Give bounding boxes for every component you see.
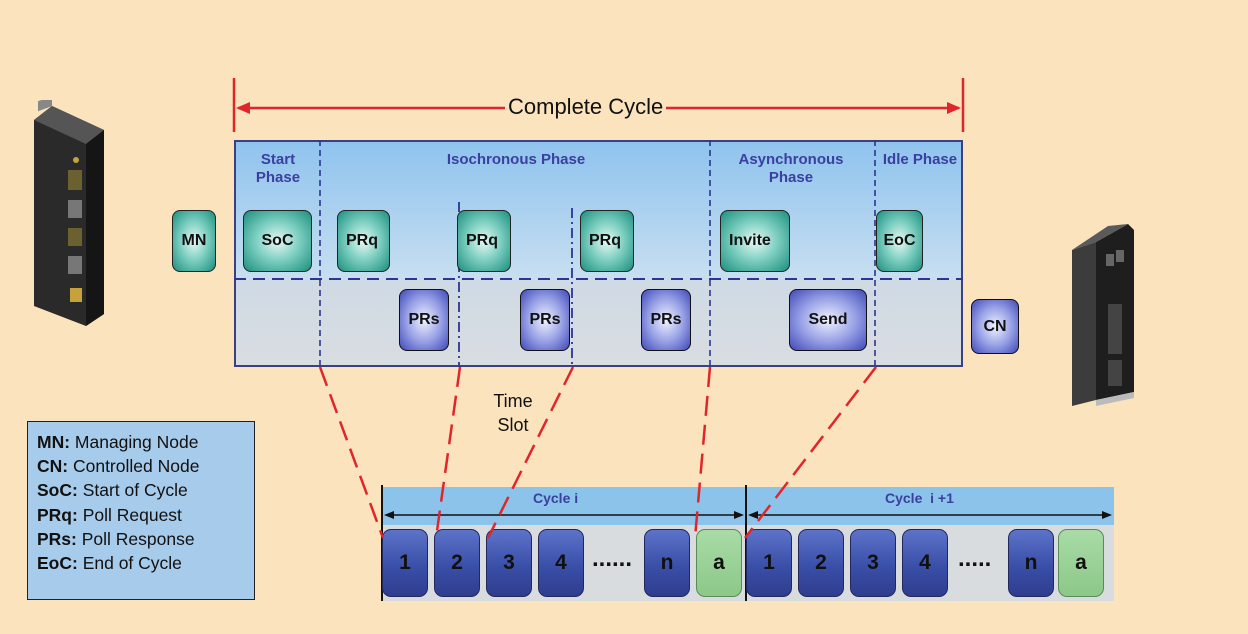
- invite-frame: Invite: [720, 210, 790, 272]
- cycle-i-plus-1-ellipsis: .....: [958, 545, 992, 572]
- prs-frame-1: PRs: [399, 289, 449, 351]
- isochronous-phase-title: Isochronous Phase: [446, 151, 586, 168]
- cycle-i-plus-1-slot-3: 3: [850, 529, 896, 597]
- cycle-i-plus-1-async-slot: a: [1058, 529, 1104, 597]
- eoc-frame: EoC: [876, 210, 923, 272]
- prq-frame-2: PRq: [457, 210, 511, 272]
- managing-node-device-image: [34, 100, 104, 326]
- legend-row-cn: CN: Controlled Node: [37, 454, 254, 478]
- prq-frame-1: PRq: [337, 210, 390, 272]
- legend-row-mn: MN: Managing Node: [37, 430, 254, 454]
- legend-text: Poll Request: [77, 504, 182, 525]
- legend-abbr: MN:: [37, 432, 71, 452]
- controlled-node-device-image: [1072, 224, 1134, 406]
- soc-frame: SoC: [243, 210, 312, 272]
- cycle-i-plus-1-slot-2: 2: [798, 529, 844, 597]
- send-frame: Send: [789, 289, 867, 351]
- legend-text: Poll Response: [76, 528, 195, 549]
- cycle-i-plus-1-slot-1: 1: [746, 529, 792, 597]
- legend-abbr: CN:: [37, 456, 69, 477]
- time-slot-label-line-2: Slot: [497, 415, 529, 435]
- cycle-i-ellipsis: ......: [592, 545, 633, 572]
- cycle-i-plus-1-label: Cycle i +1: [885, 490, 954, 506]
- managing-node-label: MN: [172, 210, 216, 272]
- cycle-i-slot-4: 4: [538, 529, 584, 597]
- controlled-node-label: CN: [971, 299, 1019, 354]
- cycle-i-slot-1: 1: [382, 529, 428, 597]
- legend-text: Controlled Node: [68, 456, 200, 477]
- cycle-i-async-slot: a: [696, 529, 742, 597]
- legend-text: Managing Node: [70, 432, 199, 452]
- cycle-i-slot-n: n: [644, 529, 690, 597]
- prs-frame-2: PRs: [520, 289, 570, 351]
- asynchronous-phase-title: Asynchronous Phase: [738, 151, 844, 186]
- cycle-i-plus-1-slot-4: 4: [902, 529, 948, 597]
- cycle-i-slot-3: 3: [486, 529, 532, 597]
- legend-abbr: EoC:: [37, 553, 78, 574]
- complete-cycle-label: Complete Cycle: [505, 94, 667, 120]
- prq-frame-3: PRq: [580, 210, 634, 272]
- idle-phase-title: Idle Phase: [882, 151, 958, 168]
- abbreviation-legend: MN: Managing Node CN: Controlled Node So…: [27, 421, 255, 600]
- time-slot-label-line-1: Time: [493, 391, 533, 411]
- start-phase-title: Start Phase: [255, 151, 301, 186]
- prs-frame-3: PRs: [641, 289, 691, 351]
- legend-text: Start of Cycle: [77, 480, 188, 501]
- legend-abbr: PRs:: [37, 528, 77, 549]
- cycle-i-slot-2: 2: [434, 529, 480, 597]
- legend-row-eoc: EoC: End of Cycle: [37, 551, 254, 575]
- legend-row-prs: PRs: Poll Response: [37, 527, 254, 551]
- legend-text: End of Cycle: [77, 553, 182, 574]
- time-slot-label: Time Slot: [488, 389, 538, 437]
- legend-abbr: PRq:: [37, 504, 78, 525]
- legend-row-prq: PRq: Poll Request: [37, 503, 254, 527]
- legend-abbr: SoC:: [37, 480, 78, 501]
- legend-row-soc: SoC: Start of Cycle: [37, 478, 254, 502]
- cycle-i-plus-1-slot-n: n: [1008, 529, 1054, 597]
